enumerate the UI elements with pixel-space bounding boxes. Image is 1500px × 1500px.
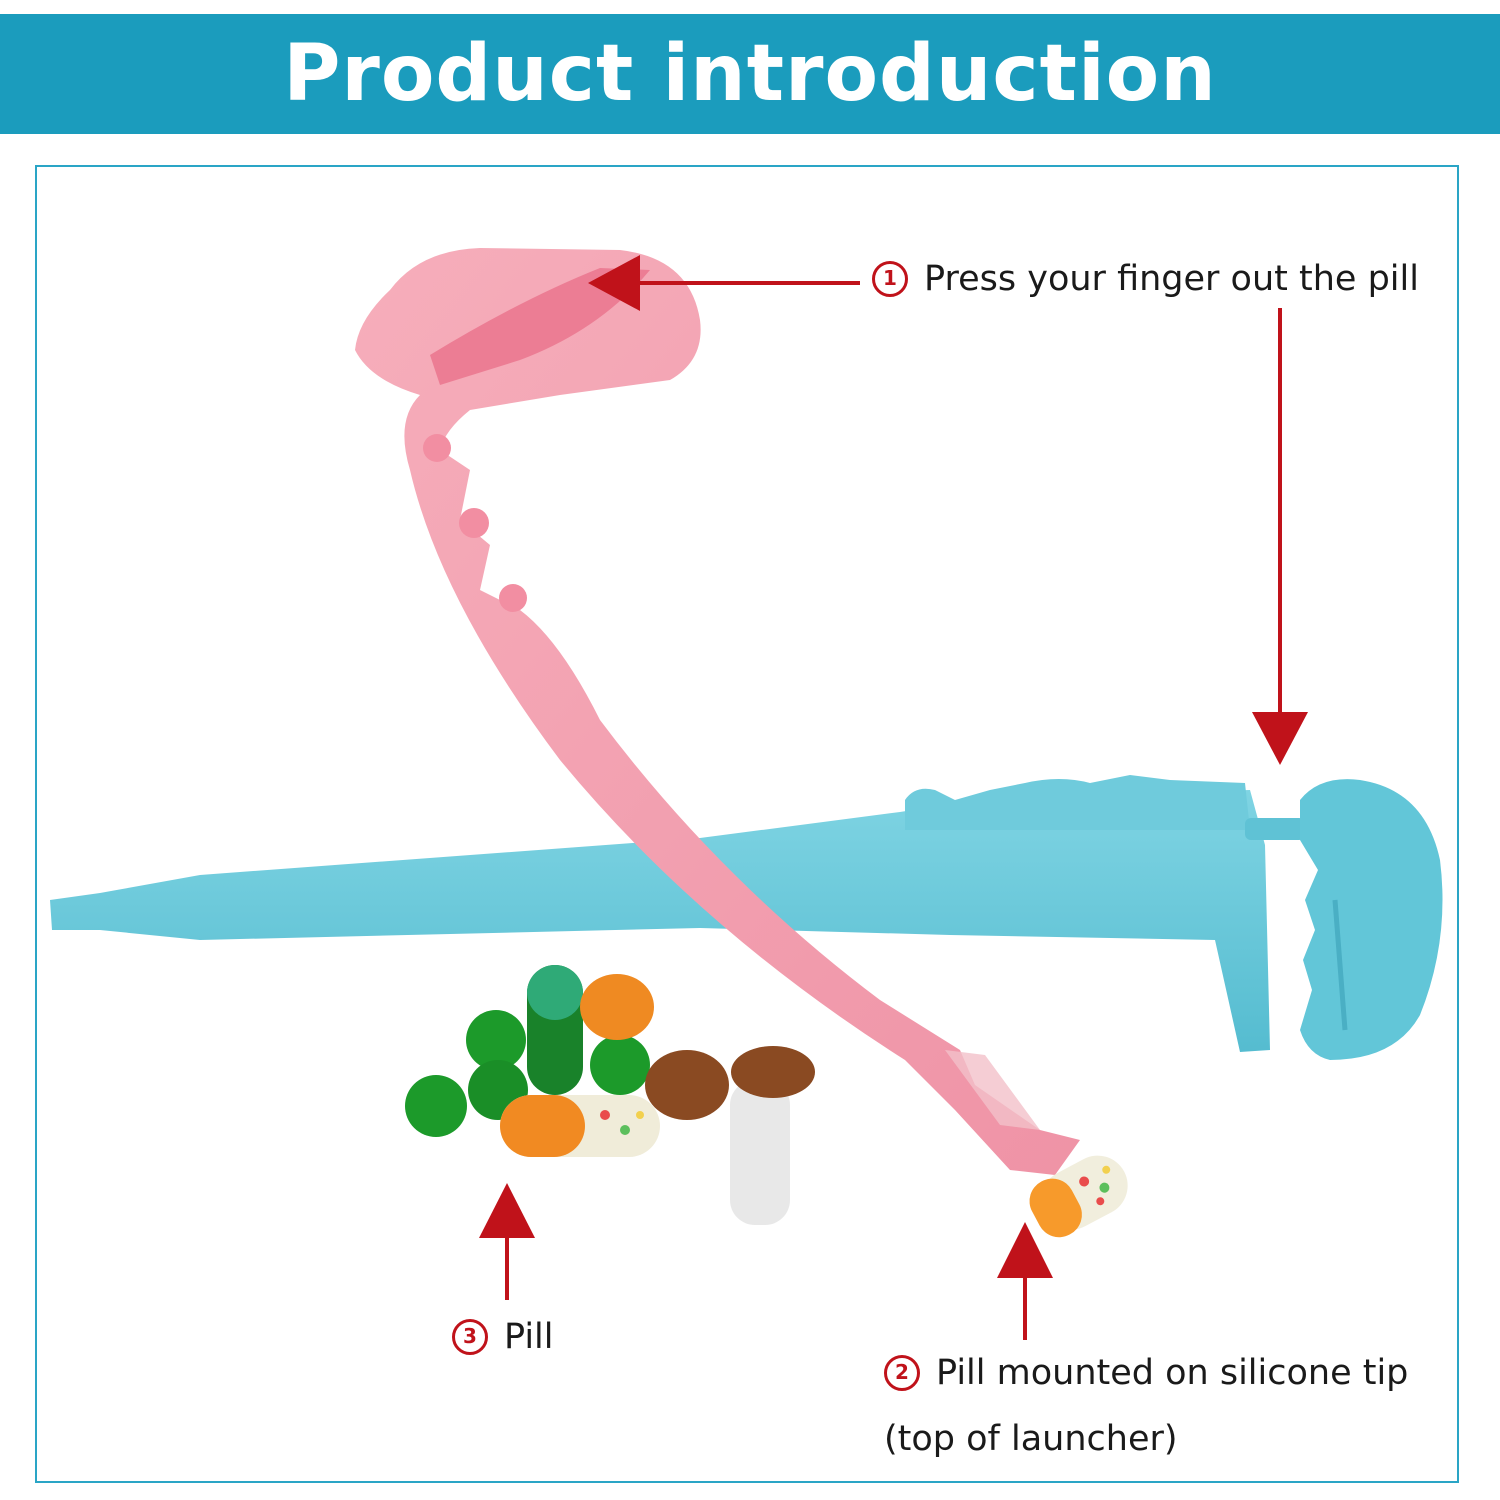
- tip-capsule: [1029, 1155, 1128, 1238]
- product-frame: [35, 165, 1459, 1483]
- callout-number: 3: [452, 1319, 488, 1355]
- callout-pill-mounted-subtext: (top of launcher): [884, 1418, 1178, 1459]
- callout-text: Pill: [504, 1317, 554, 1357]
- header-banner: Product introduction: [0, 14, 1500, 134]
- arrow-up-icon: [479, 1183, 535, 1238]
- callout-pill: 3 Pill: [452, 1316, 554, 1357]
- callout-pill-mounted: 2 Pill mounted on silicone tip: [884, 1352, 1408, 1393]
- callout-number: 1: [872, 261, 908, 297]
- callout-text: Press your finger out the pill: [924, 259, 1419, 299]
- arrow-left-icon: [588, 255, 640, 311]
- blue-launcher: [50, 775, 1443, 1060]
- page-title: Product introduction: [283, 29, 1217, 119]
- pill-pile: [405, 965, 815, 1225]
- arrow-up-icon: [997, 1222, 1053, 1278]
- callout-arrows: [479, 255, 1308, 1340]
- callout-number: 2: [884, 1355, 920, 1391]
- callout-text: (top of launcher): [884, 1419, 1178, 1459]
- callout-text: Pill mounted on silicone tip: [936, 1353, 1409, 1393]
- callout-press-finger: 1 Press your finger out the pill: [872, 258, 1419, 299]
- pink-launcher: [355, 248, 1080, 1175]
- arrow-down-icon: [1252, 712, 1308, 765]
